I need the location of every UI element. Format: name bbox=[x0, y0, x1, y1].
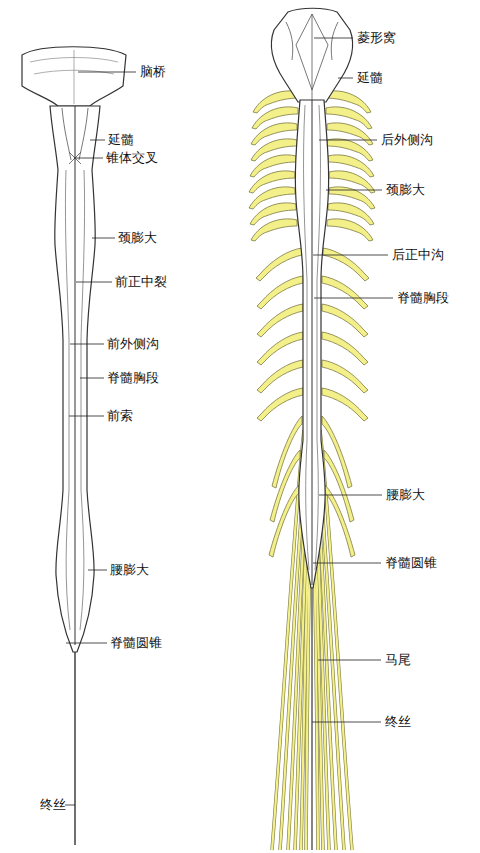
part-label: 脑桥 bbox=[140, 64, 166, 80]
leader-lines bbox=[65, 72, 136, 805]
part-label: 终丝 bbox=[40, 797, 66, 813]
part-label: 脊髓圆锥 bbox=[110, 635, 162, 651]
part-label: 脊髓胸段 bbox=[397, 290, 449, 306]
part-label: 延髓 bbox=[108, 132, 134, 148]
part-label: 腰膨大 bbox=[110, 562, 149, 578]
part-label: 延髓 bbox=[357, 70, 383, 86]
part-label: 菱形窝 bbox=[357, 30, 396, 46]
filum-terminale bbox=[74, 652, 75, 845]
leader-lines bbox=[312, 38, 393, 722]
part-label: 后正中沟 bbox=[392, 247, 444, 263]
anterior-median-fissure bbox=[75, 106, 76, 645]
part-label: 颈膨大 bbox=[386, 182, 425, 198]
posterior-median-sulcus bbox=[312, 100, 313, 585]
part-label: 前正中裂 bbox=[115, 274, 167, 290]
part-label: 锥体交叉 bbox=[106, 150, 158, 166]
posterior-view bbox=[249, 8, 393, 850]
part-label: 腰膨大 bbox=[386, 487, 425, 503]
part-label: 后外侧沟 bbox=[381, 132, 433, 148]
pons-shape bbox=[22, 47, 126, 106]
filum-terminale bbox=[311, 588, 312, 850]
part-label: 脊髓圆锥 bbox=[385, 555, 437, 571]
anterolateral-sulci bbox=[65, 170, 84, 630]
cord-outline bbox=[295, 100, 328, 588]
posterolateral-sulci bbox=[304, 105, 321, 570]
part-label: 终丝 bbox=[385, 714, 411, 730]
pons-fibres bbox=[30, 50, 118, 104]
part-label: 马尾 bbox=[385, 652, 411, 668]
rhomboid-fossa-detail bbox=[286, 14, 338, 100]
anterior-view bbox=[22, 47, 136, 845]
part-label: 颈膨大 bbox=[118, 230, 157, 246]
part-label: 前外侧沟 bbox=[107, 336, 159, 352]
rhomboid-fossa-shape bbox=[271, 8, 353, 102]
part-label: 前索 bbox=[107, 408, 133, 424]
part-label: 脊髓胸段 bbox=[107, 370, 159, 386]
